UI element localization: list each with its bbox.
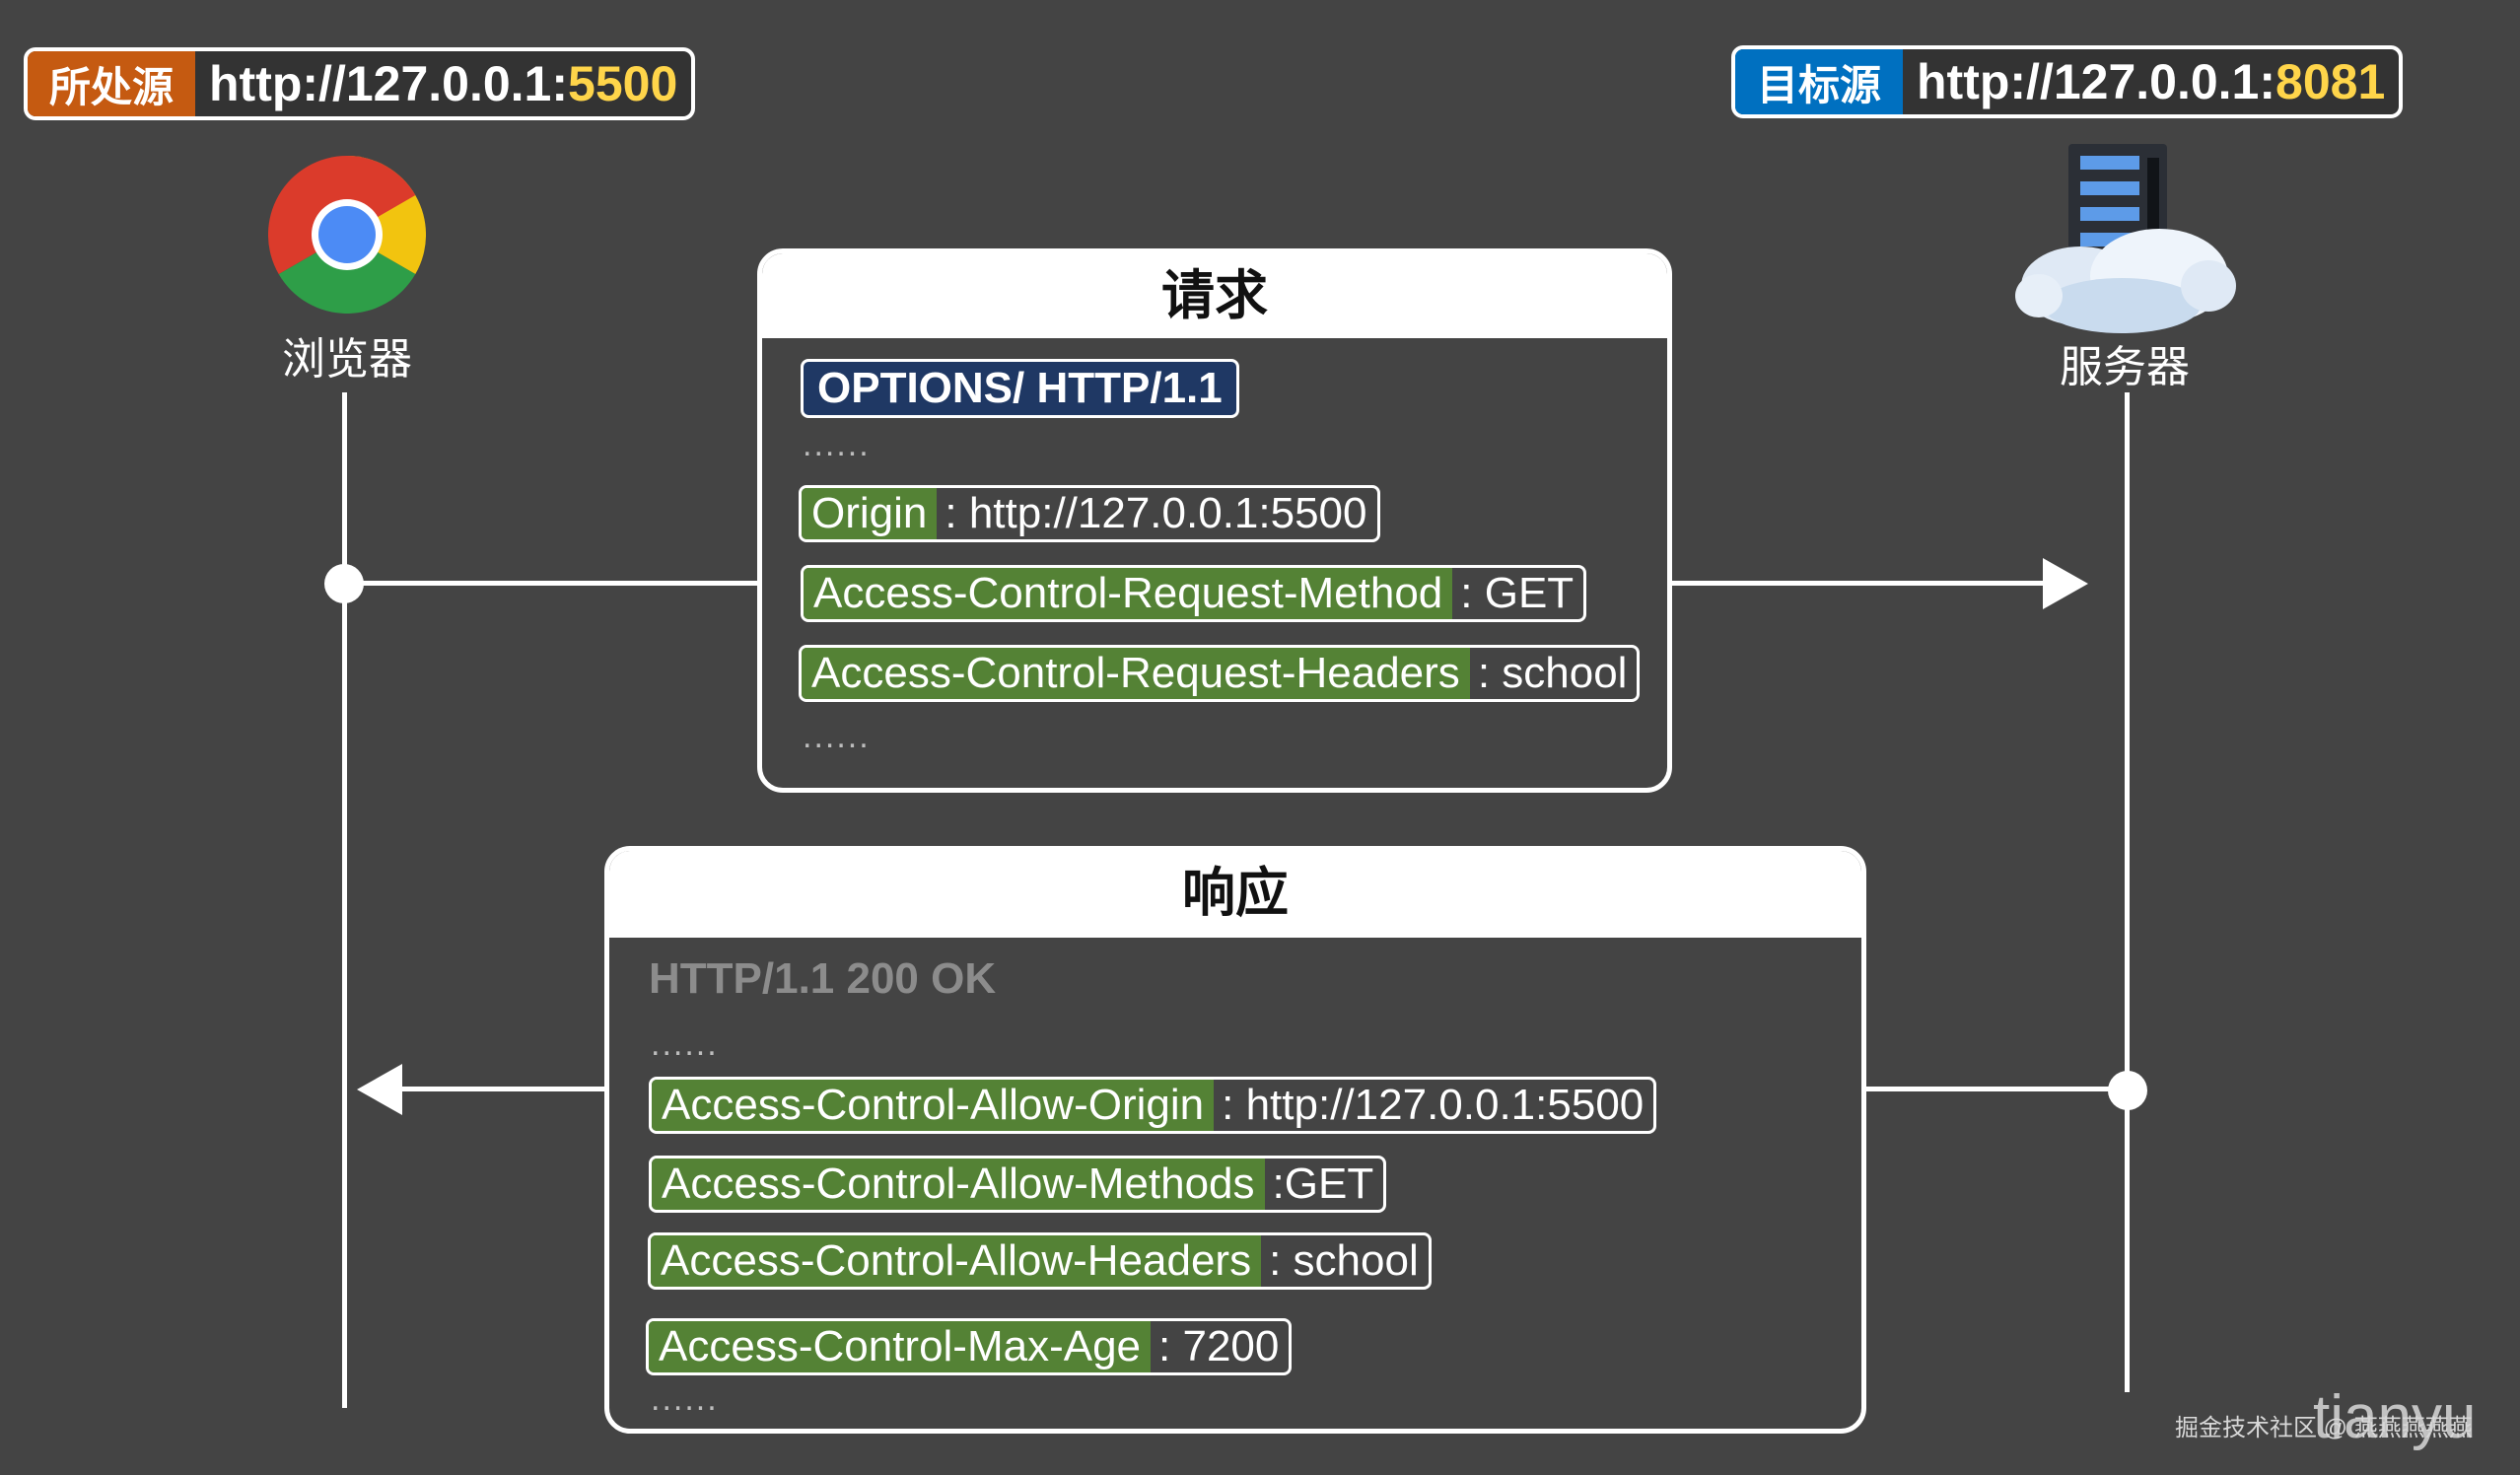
response-status-line: HTTP/1.1 200 OK <box>649 954 997 1003</box>
request-header-headers: Access-Control-Request-Headers : school <box>799 645 1641 702</box>
request-header-method: Access-Control-Request-Method : GET <box>801 565 1587 622</box>
request-header-key: Origin <box>802 488 938 539</box>
response-header-value: : http://127.0.0.1:5500 <box>1222 1081 1645 1129</box>
response-header-value: : 7200 <box>1158 1322 1280 1370</box>
request-arrowhead <box>2043 558 2088 609</box>
response-header-key: Access-Control-Allow-Methods <box>652 1159 1265 1210</box>
response-header-allow-headers: Access-Control-Allow-Headers : school <box>648 1232 1432 1290</box>
request-header-value: : http://127.0.0.1:5500 <box>945 489 1367 537</box>
server-lifeline <box>2125 392 2130 1392</box>
chrome-icon <box>268 156 426 314</box>
response-ellipsis-top: ...... <box>651 1025 719 1063</box>
response-header-allow-methods: Access-Control-Allow-Methods :GET <box>649 1156 1387 1213</box>
target-origin-tag: 目标源 http://127.0.0.1:8081 <box>1731 45 2404 118</box>
response-arrow-line-right <box>1861 1087 2126 1091</box>
response-header-value: : school <box>1269 1236 1419 1285</box>
response-arrowhead <box>357 1064 402 1115</box>
server-caption: 服务器 <box>2060 343 2190 391</box>
response-title: 响应 <box>609 851 1861 938</box>
response-arrow-line-left <box>394 1087 607 1091</box>
target-origin-port: 8081 <box>2275 54 2386 109</box>
target-origin-url: http://127.0.0.1:8081 <box>1903 49 2399 114</box>
response-header-key: Access-Control-Allow-Origin <box>652 1080 1215 1131</box>
response-header-value: :GET <box>1272 1159 1374 1208</box>
source-origin-tag: 所处源 http://127.0.0.1:5500 <box>24 47 696 120</box>
response-header-max-age: Access-Control-Max-Age : 7200 <box>646 1318 1293 1375</box>
request-ellipsis-top: ...... <box>803 426 871 463</box>
source-origin-label: 所处源 <box>28 51 196 116</box>
request-header-key: Access-Control-Request-Headers <box>802 648 1470 699</box>
watermark-author: tianyu <box>2313 1383 2477 1451</box>
source-origin-port: 5500 <box>568 56 678 111</box>
request-title: 请求 <box>762 253 1667 338</box>
request-arrow-line-right <box>1668 581 2053 586</box>
target-origin-label: 目标源 <box>1735 49 1904 114</box>
request-header-origin: Origin : http://127.0.0.1:5500 <box>799 485 1380 542</box>
response-header-key: Access-Control-Allow-Headers <box>651 1235 1262 1287</box>
request-ellipsis-bottom: ...... <box>803 718 871 755</box>
watermark-site: 掘金技术社区 @ 燕燕燕燕燕 <box>2175 1415 2473 1441</box>
response-header-allow-origin: Access-Control-Allow-Origin : http://127… <box>649 1077 1657 1134</box>
request-method-line: OPTIONS/ HTTP/1.1 <box>801 359 1239 418</box>
request-header-value: : school <box>1477 649 1628 697</box>
source-origin-url: http://127.0.0.1:5500 <box>195 51 691 116</box>
server-cloud-icon <box>2015 144 2236 333</box>
browser-lifeline <box>342 392 347 1408</box>
request-header-value: : GET <box>1460 569 1575 617</box>
request-arrow-line-left <box>344 581 759 586</box>
response-header-key: Access-Control-Max-Age <box>649 1321 1152 1372</box>
browser-caption: 浏览器 <box>282 335 412 384</box>
target-origin-url-prefix: http://127.0.0.1: <box>1917 54 2276 109</box>
source-origin-url-prefix: http://127.0.0.1: <box>209 56 569 111</box>
response-ellipsis-bottom: ...... <box>651 1380 719 1418</box>
request-header-key: Access-Control-Request-Method <box>804 568 1453 619</box>
